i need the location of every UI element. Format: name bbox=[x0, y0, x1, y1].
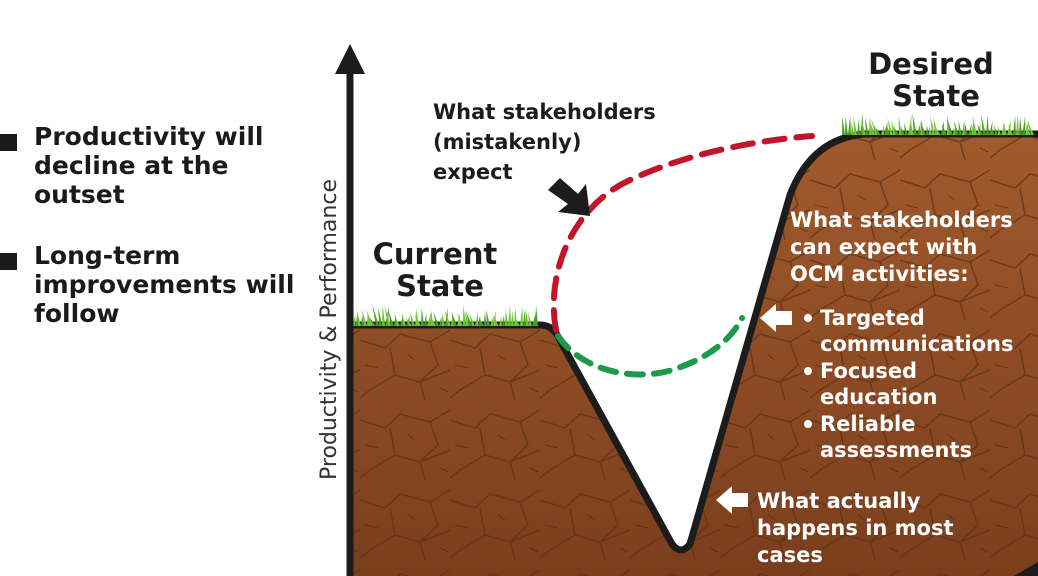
grass-desired-state bbox=[842, 113, 1034, 135]
key-points: Productivity will decline at the outset … bbox=[0, 122, 300, 360]
actual-outcome-label: What actually happens in most cases bbox=[757, 489, 961, 567]
mistaken-expectation-path bbox=[550, 133, 815, 333]
ocm-item-targeted: Targeted communications bbox=[820, 306, 1013, 356]
arrow-left-icon bbox=[760, 304, 792, 332]
current-state-label: Current State bbox=[373, 237, 508, 303]
y-axis-label: Productivity & Performance bbox=[317, 179, 342, 480]
grass-current-state bbox=[352, 304, 538, 326]
bullet-square-icon bbox=[0, 253, 17, 270]
arrow-left-icon bbox=[716, 486, 748, 514]
bullet-dot-icon bbox=[804, 420, 812, 428]
arrow-down-right-icon bbox=[548, 178, 590, 216]
ocm-expectation-path bbox=[555, 315, 745, 378]
ocm-activity-list: Targeted communications Focused educatio… bbox=[804, 306, 1013, 462]
ocm-expectation-label: What stakeholders can expect with OCM ac… bbox=[790, 208, 1020, 286]
ocm-item-focused: Focused education bbox=[820, 359, 937, 409]
bullet-improvement-text: Long-term improvements will follow bbox=[34, 241, 295, 328]
soil-cracks bbox=[350, 134, 1038, 576]
bullet-square-icon bbox=[0, 134, 17, 151]
terrain-outline bbox=[350, 130, 1038, 554]
bullet-decline-text: Productivity will decline at the outset bbox=[34, 122, 264, 209]
y-axis-arrow-icon bbox=[335, 44, 365, 74]
bullet-decline: Productivity will decline at the outset bbox=[0, 122, 300, 209]
bullet-dot-icon bbox=[804, 367, 812, 375]
x-axis-arrow-icon bbox=[1014, 562, 1038, 576]
bullet-dot-icon bbox=[804, 314, 812, 322]
bullet-improvement: Long-term improvements will follow bbox=[0, 241, 300, 328]
desired-state-label: Desired State bbox=[868, 47, 1004, 113]
ocm-item-reliable: Reliable assessments bbox=[820, 412, 972, 462]
mistaken-expectation-label: What stakeholders (mistakenly) expect bbox=[433, 100, 663, 184]
